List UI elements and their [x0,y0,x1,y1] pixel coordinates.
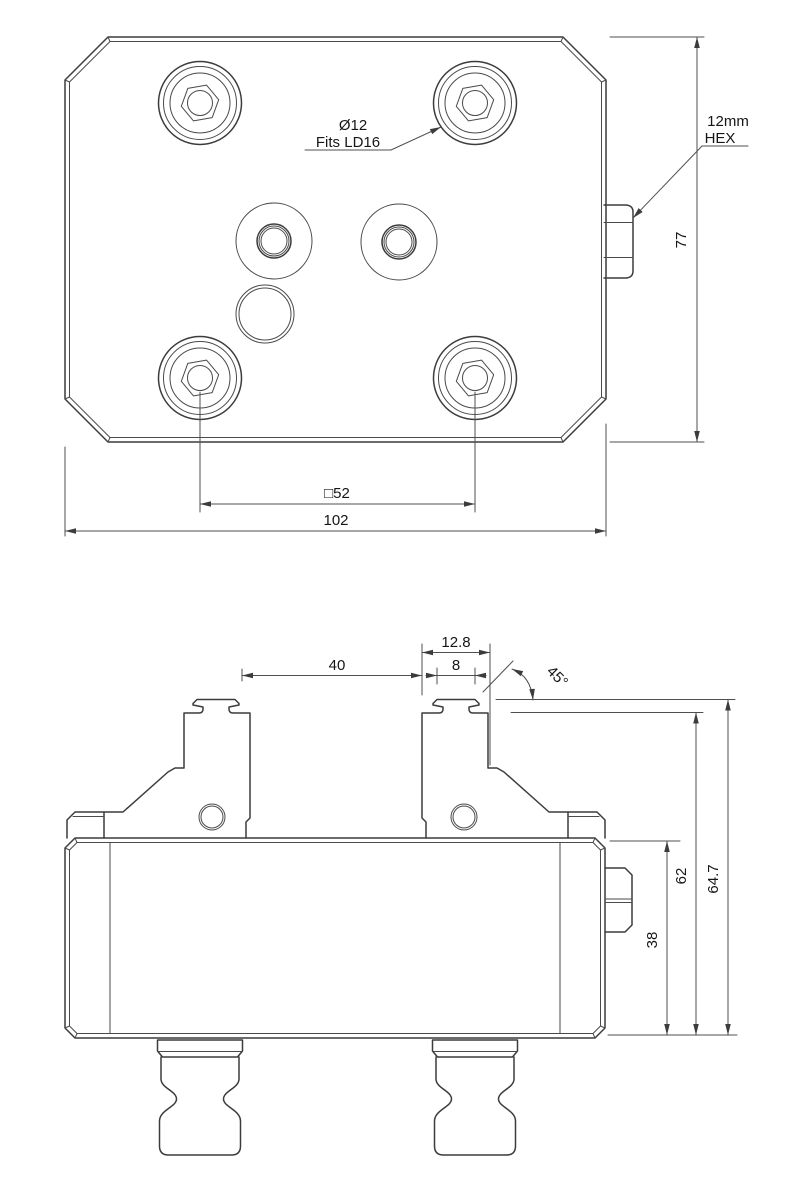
pull-stud-right [431,1039,519,1156]
end-block-right [567,811,606,839]
hex-text-2: HEX [705,130,736,147]
hole-dia-text-2: Fits LD16 [316,134,380,151]
dim-8-text: 8 [452,657,460,674]
dim-45deg-text: 45° [543,663,571,691]
jaw-left-hole [198,803,226,831]
leader-hex: 12mm HEX [630,113,749,220]
dim-52: □52 [199,391,476,513]
body-chamfer-band [69,842,601,1034]
screw-top-right [432,60,518,146]
jaw-left [103,698,251,839]
top-view: 77 □52 102 Ø12 Fits LD16 [64,36,749,537]
boss-left [235,202,313,280]
dim-12-8: 12.8 [421,634,491,766]
front-view: 40 12.8 8 45° [64,634,738,1156]
hex-nut-front-view [604,867,633,933]
jaw-right-hole [450,803,478,831]
plate-chamfer-band [69,41,602,438]
hex-text-1: 12mm [707,113,749,130]
dim-62-text: 62 [673,868,690,885]
dim-64-7: 64.7 [705,699,731,1036]
dim-77-text: 77 [673,232,690,249]
dim-62: 62 [673,712,699,1036]
dim-45deg: 45° [482,660,571,701]
dim-102: 102 [64,423,607,537]
plain-hole [235,284,295,344]
dim-102-text: 102 [323,512,348,529]
end-block-left [66,811,105,839]
hex-nut-top-view [603,204,634,279]
screw-top-left [157,60,243,146]
boss-right [360,203,438,281]
dim-12-8-text: 12.8 [441,634,470,651]
dim-64-7-text: 64.7 [705,864,722,893]
hole-dia-text-1: Ø12 [339,117,367,134]
leader-hole-dia: Ø12 Fits LD16 [304,117,443,151]
dim-40-text: 40 [329,657,346,674]
dim-77: 77 [609,36,705,443]
pull-stud-left [156,1039,244,1156]
dim-38: 38 [644,840,670,1036]
body-outline [64,837,606,1039]
dim-52-text: □52 [324,485,350,502]
dim-40: 40 [241,657,423,682]
jaw-right [421,698,569,839]
dim-38-text: 38 [644,932,661,949]
plate-corner-ticks [64,36,607,443]
plate-outline [64,36,607,443]
dim-8: 8 [425,657,487,685]
body-corner-ticks [64,837,606,1039]
